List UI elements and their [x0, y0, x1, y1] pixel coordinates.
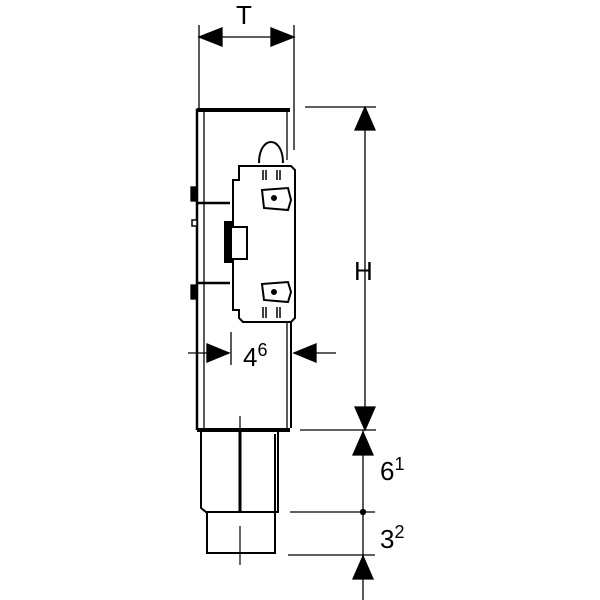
label-spigot-length: 61: [380, 454, 404, 486]
dimension-gap: [188, 332, 336, 365]
flush-box-body: [190, 108, 292, 432]
module-unit: [224, 141, 296, 323]
dimension-h: [300, 105, 376, 432]
spigot: [200, 416, 279, 565]
label-t: T: [236, 0, 252, 30]
dimension-spigot: [288, 430, 375, 600]
label-spigot-end: 32: [380, 522, 404, 554]
dimension-t: [197, 25, 296, 150]
label-h: H: [354, 256, 373, 286]
label-gap: 46: [243, 340, 267, 372]
